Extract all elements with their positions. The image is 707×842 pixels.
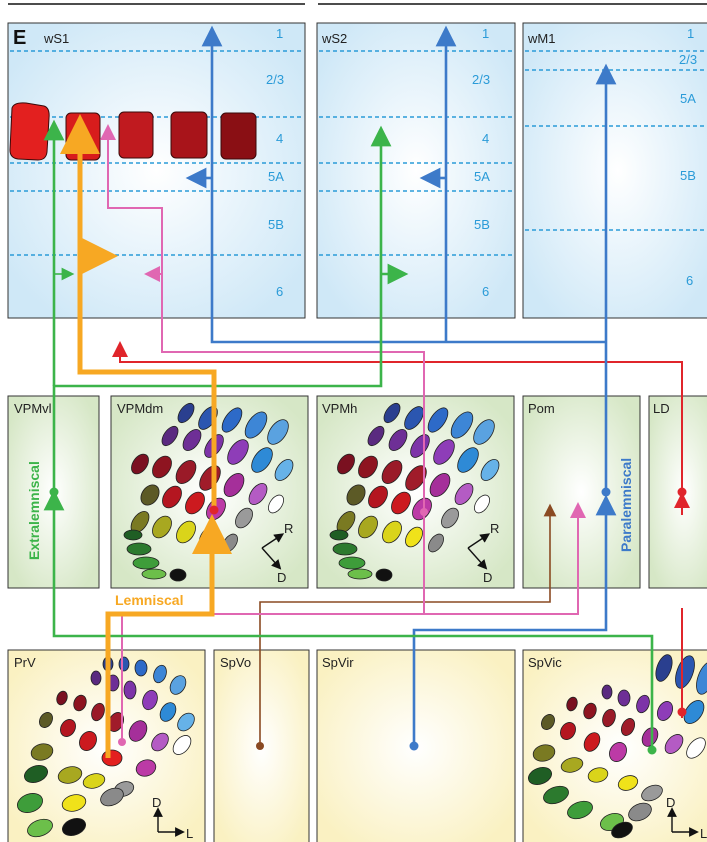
lemniscal-label: Lemniscal <box>115 592 183 608</box>
ws1-layer-1: 1 <box>276 26 283 41</box>
brown-pathway <box>256 503 557 750</box>
ws1-layer-5a: 5A <box>268 169 284 184</box>
barrel-3 <box>118 111 154 159</box>
vpmdm-title: VPMdm <box>117 401 163 416</box>
barrel-2 <box>65 112 101 161</box>
ws1-layer-23: 2/3 <box>266 72 284 87</box>
ws2-layer-6: 6 <box>482 284 489 299</box>
pom-title: Pom <box>528 401 555 416</box>
paralemniscal-pathway <box>185 25 617 751</box>
barrel-5 <box>220 112 257 160</box>
axes-vpmh <box>467 533 491 570</box>
barrel-1 <box>9 102 50 161</box>
ws2-layer-5b: 5B <box>474 217 490 232</box>
ld-title: LD <box>653 401 670 416</box>
extralemniscal-pathway <box>43 119 657 755</box>
extralemniscal-label: Extralemniscal <box>26 461 42 560</box>
prv-title: PrV <box>14 655 36 670</box>
vpmdm-axis-r: R <box>284 521 293 536</box>
barreloid-map-vpmh <box>329 402 500 582</box>
ws2-layer-5a: 5A <box>474 169 490 184</box>
ws2-layer-4: 4 <box>482 131 489 146</box>
panel-letter: E <box>13 27 26 49</box>
wm1-layer-23: 2/3 <box>679 52 697 67</box>
prv-axis-l: L <box>186 826 193 841</box>
barrel-4 <box>170 111 208 159</box>
pink-pathway <box>100 124 586 746</box>
axes-vpmdm <box>261 533 285 570</box>
barrelette-map-spvic <box>527 654 707 839</box>
wm1-layer-5a: 5A <box>680 91 696 106</box>
prv-axis-d: D <box>152 795 161 810</box>
spvic-axis-d: D <box>666 795 675 810</box>
vpmvl-title: VPMvl <box>14 401 52 416</box>
axes-prv <box>153 807 185 837</box>
ws2-title: wS2 <box>321 31 347 46</box>
wm1-layer-1: 1 <box>687 26 694 41</box>
paralemniscal-label: Paralemniscal <box>618 458 634 552</box>
ws2-layer-1: 1 <box>482 26 489 41</box>
ws1-layer-6: 6 <box>276 284 283 299</box>
ws1-layer-5b: 5B <box>268 217 284 232</box>
ws1-title: wS1 <box>43 31 69 46</box>
ws2-layer-23: 2/3 <box>472 72 490 87</box>
wm1-layer-5b: 5B <box>680 168 696 183</box>
vpmh-axis-r: R <box>490 521 499 536</box>
spvic-title: SpVic <box>528 655 562 670</box>
spvir-title: SpVir <box>322 655 354 670</box>
vpmh-title: VPMh <box>322 401 357 416</box>
wm1-title: wM1 <box>527 31 555 46</box>
vpmdm-axis-d: D <box>277 570 286 585</box>
vpmh-axis-d: D <box>483 570 492 585</box>
spvo-title: SpVo <box>220 655 251 670</box>
wm1-layer-6: 6 <box>686 273 693 288</box>
axes-spvic <box>667 807 699 837</box>
red-pathway <box>120 349 690 718</box>
ws1-layer-4: 4 <box>276 131 283 146</box>
lemniscal-pathway <box>60 114 232 758</box>
cortex-panel-ws2 <box>316 22 516 319</box>
spvic-axis-l: L <box>700 826 707 841</box>
thalamus-panel-pom <box>522 395 641 589</box>
